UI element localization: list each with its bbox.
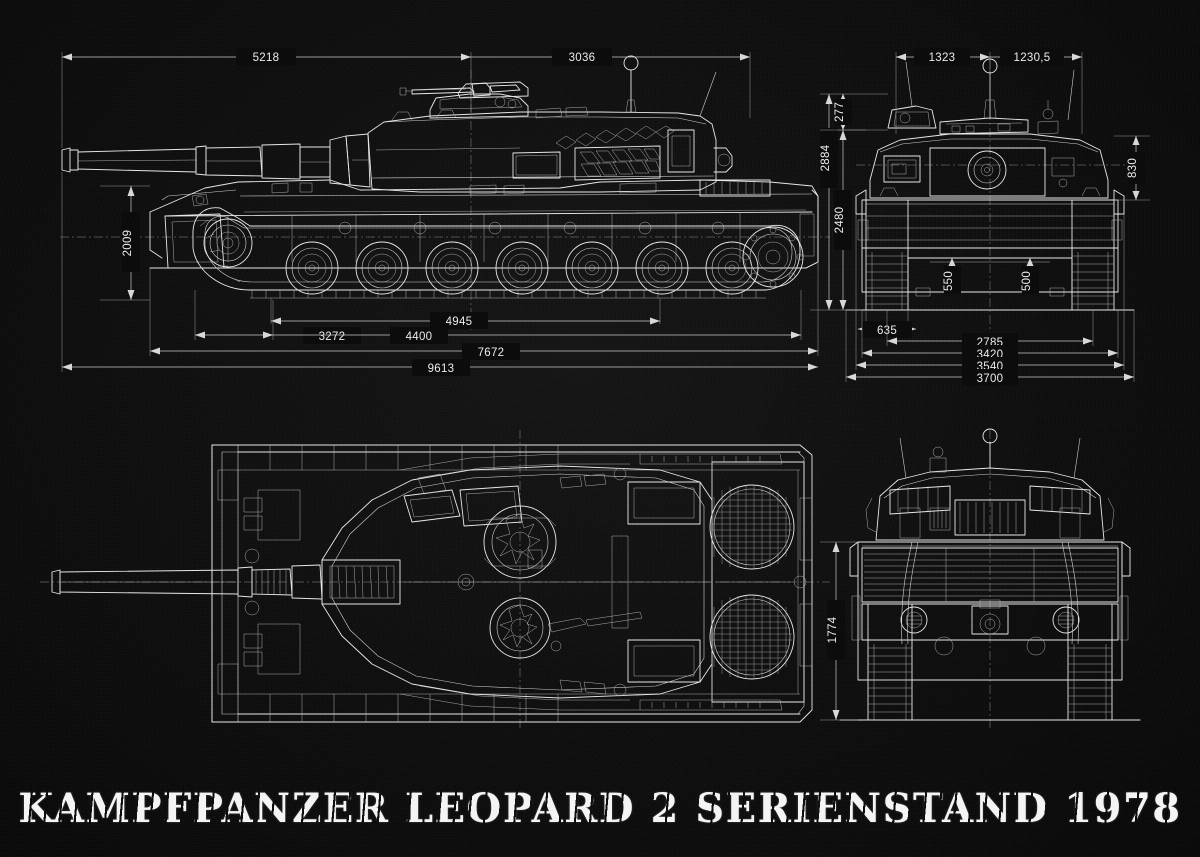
turret-side <box>367 55 733 193</box>
wind-sensor-mast <box>623 55 639 113</box>
dim-side-3272: 3272 <box>319 331 346 343</box>
dim-front-2480: 2480 <box>834 207 846 234</box>
drive-sprocket <box>742 226 804 288</box>
dim-side-3036: 3036 <box>569 52 596 64</box>
dim-side-4400: 4400 <box>406 331 433 343</box>
running-gear-side <box>192 207 804 299</box>
hull-rear <box>839 541 1141 721</box>
hull-top <box>211 444 813 723</box>
loader-hatch <box>483 505 557 579</box>
track-right-front <box>1071 199 1115 311</box>
commander-cupola <box>399 81 529 119</box>
turret-front <box>869 58 1109 199</box>
side-elevation-view: 5218 3036 2009 <box>60 48 830 376</box>
dim-side-2009: 2009 <box>122 230 134 257</box>
track-left-front <box>865 199 909 311</box>
dim-side-4945: 4945 <box>446 316 473 328</box>
main-gun-barrel <box>61 133 371 188</box>
poster-title: KAMPFPANZER LEOPARD 2 SERIENSTAND 1978 <box>18 785 1182 832</box>
top-plan-view <box>40 430 830 730</box>
track-left-rear <box>867 603 913 721</box>
front-elevation-view: 1323 1230,5 277 <box>810 48 1150 386</box>
dim-rear-1774: 1774 <box>827 616 839 643</box>
side-view-dimensions: 5218 3036 2009 <box>61 48 819 376</box>
hull-front <box>845 187 1135 311</box>
dim-front-277: 277 <box>834 102 846 122</box>
dim-side-9613: 9613 <box>428 363 455 375</box>
dim-front-1230-5: 1230,5 <box>1014 52 1051 64</box>
commander-hatch <box>489 597 643 659</box>
dim-side-5218: 5218 <box>253 52 280 64</box>
dim-front-500: 500 <box>1021 271 1033 291</box>
hull-side <box>149 179 819 269</box>
dim-front-830: 830 <box>1127 158 1139 178</box>
cupola-front <box>887 100 1059 135</box>
rear-elevation-view: 1774 <box>820 428 1141 730</box>
track-right-rear <box>1067 603 1113 721</box>
engine-deck-top <box>709 461 813 703</box>
idler-wheel <box>203 218 253 268</box>
dim-front-2884: 2884 <box>820 144 832 171</box>
poster-title-bar: KAMPFPANZER LEOPARD 2 SERIENSTAND 1978 <box>0 789 1200 829</box>
dim-side-7672: 7672 <box>478 347 505 359</box>
stowage-rails-top <box>399 453 783 711</box>
dim-front-1323: 1323 <box>929 52 956 64</box>
road-wheels <box>285 241 759 295</box>
turret-rear <box>865 428 1115 541</box>
front-view-dimensions: 1323 1230,5 277 <box>810 48 1150 386</box>
dim-front-550: 550 <box>943 271 955 291</box>
dim-front-3700: 3700 <box>977 373 1004 385</box>
rear-view-dimensions: 1774 <box>820 541 858 721</box>
